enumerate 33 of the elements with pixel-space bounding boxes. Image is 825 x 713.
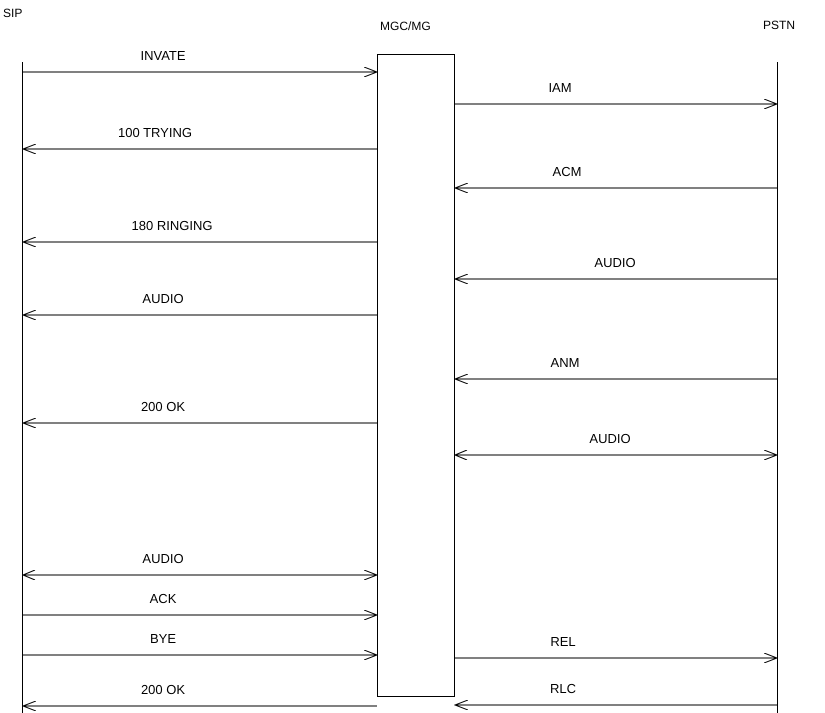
entity-label: SIP <box>3 6 22 20</box>
edge-label: REL <box>548 634 578 649</box>
entity-label: MGC/MG <box>380 19 431 33</box>
edge-label: RLC <box>548 681 578 696</box>
edge-label: ACK <box>148 591 178 606</box>
edge-label: AUDIO <box>587 431 633 446</box>
arrow <box>22 610 378 620</box>
arrow <box>22 418 378 428</box>
arrow <box>454 274 778 284</box>
arrow <box>454 374 778 384</box>
edge-label: 200 OK <box>138 399 188 414</box>
arrow <box>454 182 778 194</box>
edge-label: BYE <box>148 631 178 646</box>
edge-label: ANM <box>548 355 582 370</box>
arrow <box>22 650 378 660</box>
arrow <box>22 310 378 320</box>
edge-label: 180 RINGING <box>130 218 214 233</box>
arrow <box>454 700 778 710</box>
arrow <box>22 236 378 248</box>
edge-label: AUDIO <box>140 551 186 566</box>
arrow <box>454 98 778 110</box>
arrow <box>22 144 378 154</box>
arrow <box>22 570 378 580</box>
arrow <box>454 652 778 664</box>
entity-label: PSTN <box>763 18 796 32</box>
edge-label: AUDIO <box>592 255 638 270</box>
edge-label: AUDIO <box>140 291 186 306</box>
edge-label: 200 OK <box>138 682 188 697</box>
arrow <box>454 450 778 460</box>
arrow <box>22 700 378 712</box>
edge-label: ACM <box>550 164 584 179</box>
edge-label: 100 TRYING <box>116 125 194 140</box>
arrow <box>22 66 378 78</box>
